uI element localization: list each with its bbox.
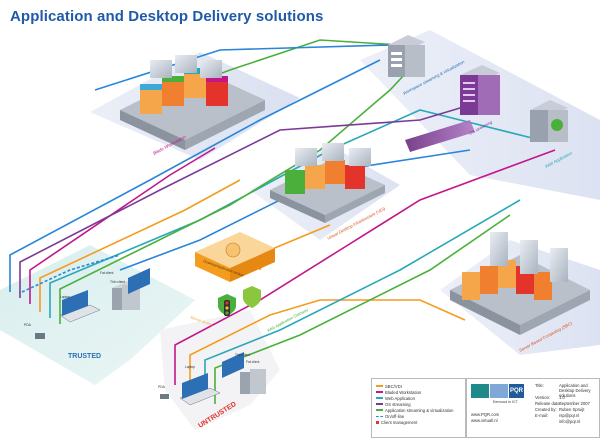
streaming-server	[388, 35, 425, 77]
label-fat2: Fat client	[246, 360, 259, 364]
page-title: Application and Desktop Delivery solutio…	[10, 8, 324, 25]
legend-item-online: On/off-line	[376, 413, 404, 419]
sbc-cluster	[450, 232, 590, 335]
trusted-clients	[35, 268, 150, 339]
legend-label: Web Application	[385, 395, 415, 401]
legend-swatch	[376, 385, 383, 387]
legend-label: On/off-line	[385, 413, 405, 419]
release-value: September 2007	[559, 401, 590, 406]
company-tagline: Eenvoud in ICT	[493, 400, 518, 404]
legend-item-sbc-vdi: SBC/VDI	[376, 383, 402, 389]
web-application-server	[530, 100, 568, 142]
legend-item-stream: Application streaming & virtualization	[376, 407, 453, 413]
info-panel: PQR Eenvoud in ICT www.PQR.com www.virtu…	[466, 378, 600, 438]
label-wag: Web Application Gateway	[266, 307, 309, 333]
title-value: Application and Desktop Delivery solutio…	[559, 383, 591, 398]
created-value: Ruben Spruijt	[559, 407, 585, 412]
email-value-2: info@pqr.nl	[559, 419, 581, 424]
os-streaming-server	[460, 65, 500, 115]
line-blue-2	[94, 44, 391, 91]
created-key: Created by:	[535, 407, 557, 412]
line-blade-1	[29, 147, 216, 304]
line-stream-1	[59, 57, 421, 324]
line-web-2	[204, 199, 521, 398]
version-value: 1.0	[559, 395, 565, 400]
legend-item-os: OS streaming	[376, 401, 411, 407]
legend-swatch	[376, 397, 383, 399]
legend-label: Application streaming & virtualization	[385, 407, 454, 413]
email-key: E-mail:	[535, 413, 549, 418]
line-online	[21, 254, 121, 293]
legend-item-client-mgmt: Client management	[376, 419, 417, 425]
line-web-1	[49, 109, 541, 318]
legend-item-web: Web Application	[376, 395, 415, 401]
label-pda1: PDA	[24, 323, 32, 327]
broker-appliance	[195, 232, 275, 282]
version-key: Version:	[535, 395, 551, 400]
label-thin2: Thin client	[235, 353, 250, 357]
label-pda2: PDA	[158, 385, 166, 389]
logo-block-blue	[490, 384, 508, 398]
company-logo: PQR	[509, 384, 524, 398]
vdi-cluster	[270, 143, 385, 223]
secure-access-shields	[218, 286, 261, 316]
os-streaming-beam	[405, 120, 475, 152]
label-laptop1: Laptop	[60, 295, 70, 299]
legend-label: Client management	[381, 419, 418, 425]
email-value-1: rsp@pqr.nl	[559, 413, 580, 418]
line-blue-1	[9, 59, 381, 292]
line-os-1	[19, 104, 471, 298]
untrusted-clients	[160, 352, 266, 406]
line-blue-3	[119, 149, 471, 271]
legend-panel: SBC/VDI Bladed Workstation Web Applicati…	[371, 378, 466, 438]
label-fat1: Fat client	[100, 271, 113, 275]
legend-swatch	[376, 409, 383, 411]
legend-label: Bladed Workstation	[385, 389, 422, 395]
legend-swatch	[376, 391, 383, 393]
label-thin1: Thin client	[110, 280, 125, 284]
line-sbc-2	[189, 299, 466, 392]
legend-swatch	[376, 415, 383, 417]
legend-item-blade: Bladed Workstation	[376, 389, 421, 395]
label-secure: Secure access	[190, 315, 214, 327]
legend-label: SBC/VDI	[385, 383, 402, 389]
legend-swatch	[376, 403, 383, 405]
website-1: www.PQR.com	[471, 412, 500, 417]
title-key: Title:	[535, 383, 544, 388]
line-stream-2	[214, 214, 511, 404]
release-key: Release date:	[535, 401, 561, 406]
logo-block-teal	[471, 384, 489, 398]
blade-workstation-cluster	[120, 55, 265, 150]
line-sbc-1	[39, 179, 241, 312]
legend-label: OS streaming	[385, 401, 411, 407]
line-blade-2	[174, 149, 556, 385]
label-laptop2: Laptop	[185, 365, 195, 369]
website-2: www.virtuall.nl	[471, 418, 498, 423]
legend-swatch	[376, 420, 379, 424]
label-trusted: TRUSTED	[68, 353, 101, 360]
